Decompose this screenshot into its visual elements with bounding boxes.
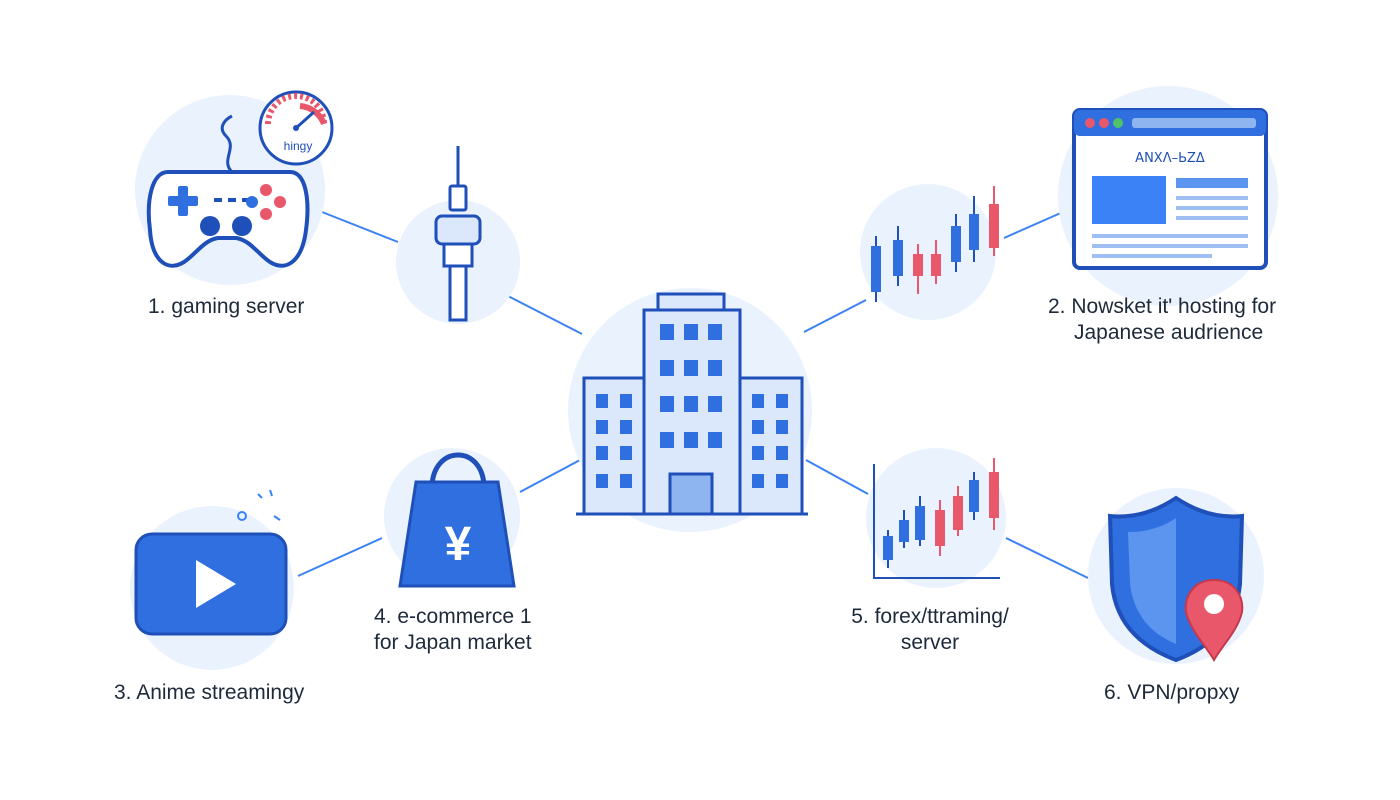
tokyo-tower-icon xyxy=(434,146,482,322)
game-controller-icon xyxy=(146,114,310,268)
label-line: server xyxy=(900,631,960,654)
connector-forex-bottom-vpn xyxy=(1005,537,1089,579)
yen-symbol: ¥ xyxy=(445,518,472,571)
label-line: 3. Anime streamingy xyxy=(114,681,305,704)
label-hosting: 2. Nowsket it' hosting for Japanese audr… xyxy=(1048,294,1276,346)
label-anime-streaming: 3. Anime streamingy xyxy=(114,680,304,706)
gauge-label: hingy xyxy=(284,139,313,153)
office-building-icon xyxy=(576,292,808,516)
play-button-icon xyxy=(134,489,288,636)
browser-window-icon: ΑΝΧΛ–ЬΖΔ xyxy=(1072,108,1268,270)
label-line: 4. e-commerce 1 xyxy=(374,605,532,628)
connector-tower-hub xyxy=(507,295,583,335)
connector-gaming-tower xyxy=(321,211,399,243)
connector-hub-forex-bottom xyxy=(805,459,869,495)
label-forex: 5. forex/ttraming/ server xyxy=(820,604,1040,656)
label-line: for Japan market xyxy=(374,631,532,654)
forex-top-bg xyxy=(860,184,996,320)
connectors xyxy=(297,207,1089,579)
label-line: 6. VPN/propxy xyxy=(1104,681,1240,704)
candlestick-chart-icon-top xyxy=(871,186,999,302)
shopping-bag-yen-icon: ¥ xyxy=(398,452,516,588)
browser-heading: ΑΝΧΛ–ЬΖΔ xyxy=(1135,151,1205,166)
label-vpn: 6. VPN/propxy xyxy=(1104,680,1239,706)
label-line: 1. gaming server xyxy=(148,295,305,318)
candlestick-chart-icon-bottom xyxy=(873,458,1000,579)
label-line: 5. forex/ttraming/ xyxy=(851,605,1009,628)
label-line: Japanese audrience xyxy=(1074,321,1264,344)
connector-hub-forex-top xyxy=(803,299,867,333)
label-line: 2. Nowsket it' hosting for xyxy=(1048,295,1277,318)
speedometer-icon: hingy xyxy=(258,90,334,166)
shield-location-icon xyxy=(1107,495,1245,663)
label-ecommerce: 4. e-commerce 1 for Japan market xyxy=(374,604,532,656)
label-gaming-server: 1. gaming server xyxy=(148,294,304,320)
connector-anime-ecommerce xyxy=(297,537,383,577)
connector-ecommerce-hub xyxy=(519,459,581,493)
